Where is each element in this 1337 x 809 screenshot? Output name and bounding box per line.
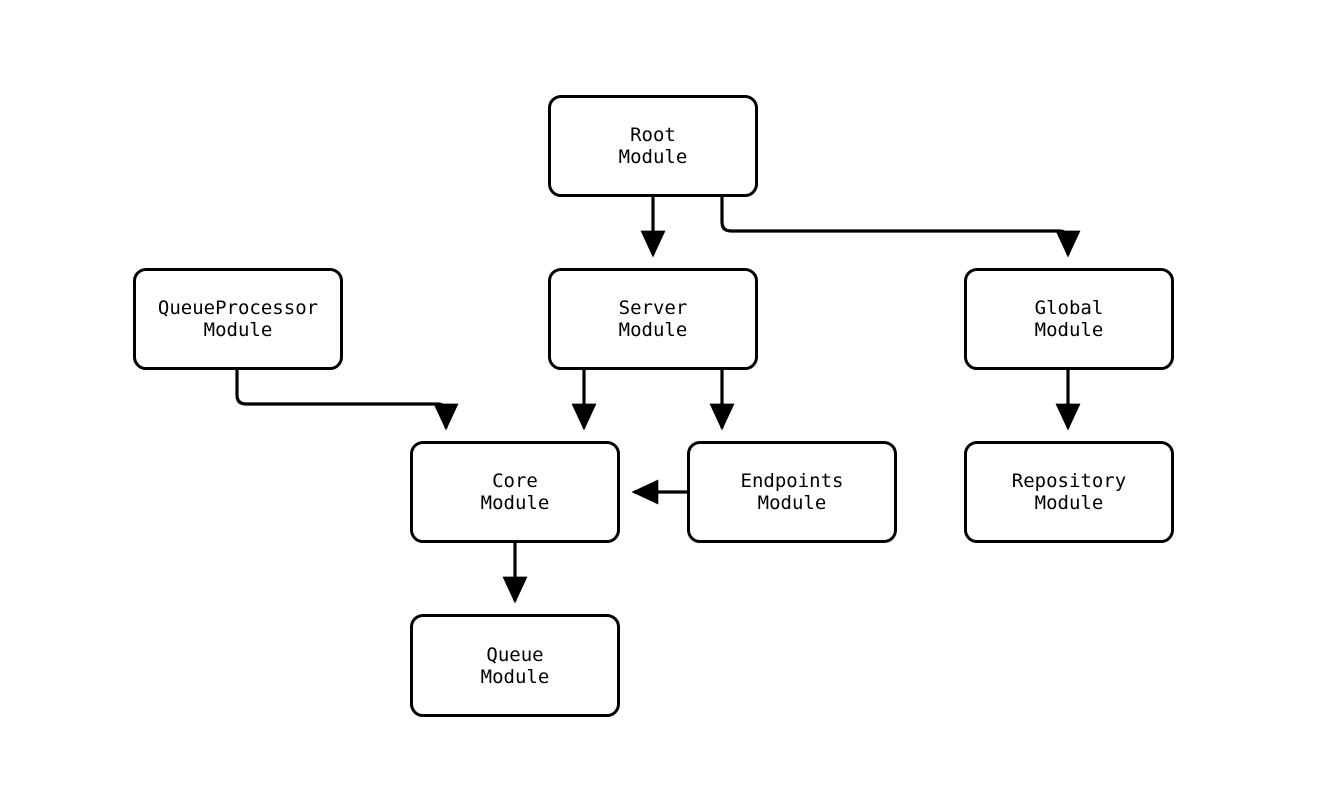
node-queueprocessor-module-line1: QueueProcessor: [157, 297, 319, 319]
node-queue-module-line1: Queue: [486, 643, 544, 666]
node-global-module[interactable]: Global Module: [964, 268, 1174, 370]
node-queue-module-line2: Module: [480, 665, 550, 688]
edge-root-to-global: [720, 197, 1081, 258]
node-global-module-line2: Module: [1034, 319, 1104, 341]
node-endpoints-module[interactable]: Endpoints Module: [687, 441, 897, 543]
node-server-module-line2: Module: [618, 319, 688, 341]
node-core-module-line2: Module: [480, 492, 550, 514]
node-core-module-line1: Core: [492, 470, 538, 492]
node-endpoints-module-line1: Endpoints: [740, 470, 844, 492]
node-server-module[interactable]: Server Module: [548, 268, 758, 370]
node-root-module-line1: Root: [630, 124, 676, 146]
node-queue-module[interactable]: Queue Module: [410, 614, 620, 717]
node-repository-module-line2: Module: [1034, 492, 1104, 514]
node-global-module-line1: Global: [1034, 297, 1104, 319]
node-repository-module[interactable]: Repository Module: [964, 441, 1174, 543]
node-repository-module-line1: Repository: [1011, 470, 1127, 492]
node-queueprocessor-module[interactable]: QueueProcessor Module: [133, 268, 343, 370]
node-server-module-line1: Server: [618, 297, 688, 319]
node-root-module[interactable]: Root Module: [548, 95, 758, 197]
edge-queueprocessor-to-core: [235, 370, 459, 431]
node-root-module-line2: Module: [618, 146, 688, 168]
node-queueprocessor-module-line2: Module: [203, 319, 273, 341]
node-core-module[interactable]: Core Module: [410, 441, 620, 543]
node-endpoints-module-line2: Module: [757, 492, 827, 514]
